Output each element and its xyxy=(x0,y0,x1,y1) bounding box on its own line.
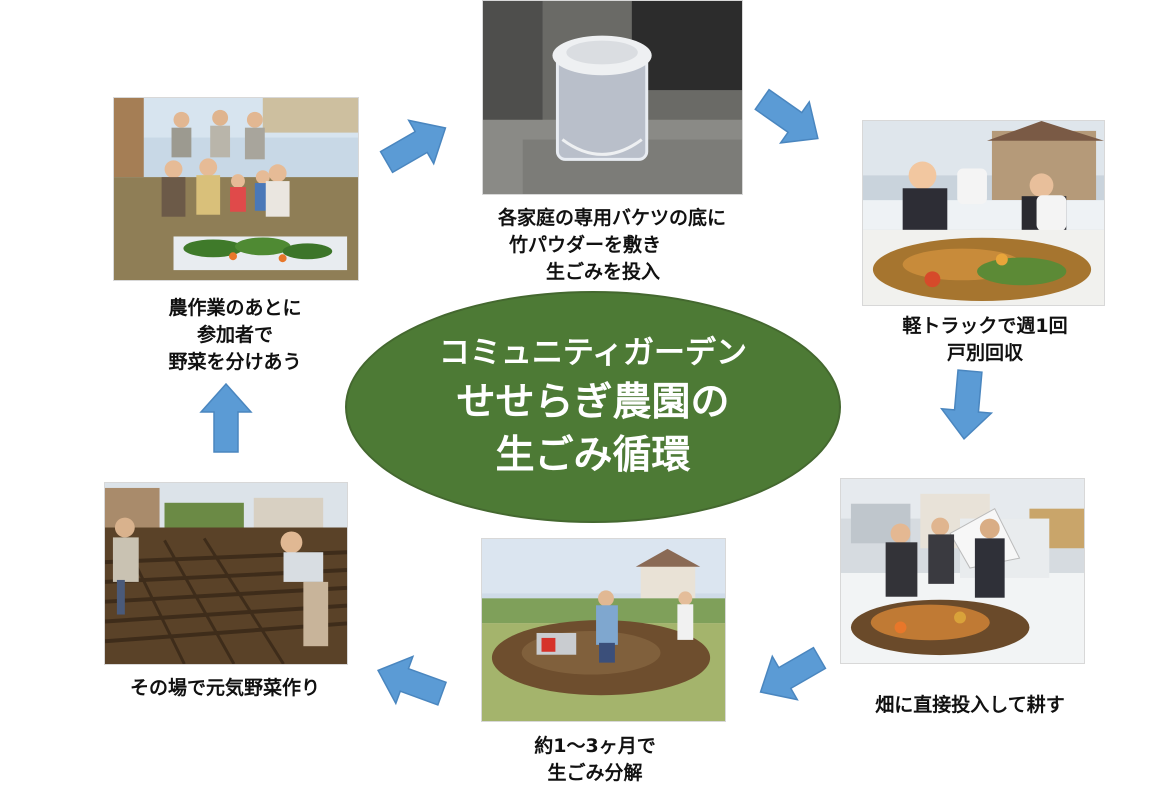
caption-line: 軽トラックで週1回 xyxy=(902,315,1068,337)
caption-line: その場で元気野菜作り xyxy=(129,677,320,699)
caption-line: 生ごみを投入 xyxy=(545,261,660,283)
caption-tilling: 畑に直接投入して耕す xyxy=(835,692,1105,719)
arrow-share-to-bucket xyxy=(378,118,454,174)
caption-line: 生ごみ分解 xyxy=(547,762,643,784)
caption-sharing: 農作業のあとに 参加者で 野菜を分けあう xyxy=(110,295,360,376)
arrow-till-to-decompose xyxy=(752,646,828,702)
photo-collection xyxy=(862,120,1105,306)
photo-decompose xyxy=(481,538,726,722)
arrow-decompose-to-grow xyxy=(372,655,448,709)
caption-line: 農作業のあとに xyxy=(168,297,302,319)
caption-line: 戸別回収 xyxy=(946,342,1023,364)
photo-bucket xyxy=(482,0,743,195)
caption-line: 畑に直接投入して耕す xyxy=(875,694,1065,716)
caption-line: 約1～3ヶ月で xyxy=(534,735,656,757)
caption-line: 参加者で xyxy=(196,324,273,346)
photo-sharing xyxy=(113,97,359,281)
arrow-bucket-to-collect xyxy=(752,88,828,146)
arrow-grow-to-share xyxy=(188,380,264,456)
caption-growing: その場で元気野菜作り xyxy=(80,675,370,702)
caption-decompose: 約1～3ヶ月で 生ごみ分解 xyxy=(470,733,720,787)
caption-line: 野菜を分けあう xyxy=(168,351,302,373)
center-title-line1: せせらぎ農園の xyxy=(456,380,730,425)
arrow-collect-to-till xyxy=(929,367,1005,443)
caption-collection: 軽トラックで週1回 戸別回収 xyxy=(870,313,1100,367)
center-ellipse xyxy=(345,291,841,523)
caption-bucket: 各家庭の専用バケツの底に 竹パウダーを敷き 生ごみを投入 xyxy=(462,205,762,286)
caption-line: 各家庭の専用バケツの底に xyxy=(497,207,726,229)
photo-tilling xyxy=(840,478,1085,664)
center-title-line2: 生ごみ循環 xyxy=(495,433,691,478)
caption-line: 竹パウダーを敷き xyxy=(508,234,661,256)
photo-growing xyxy=(104,482,348,665)
center-subtitle: コミュニティガーデン xyxy=(438,335,748,371)
